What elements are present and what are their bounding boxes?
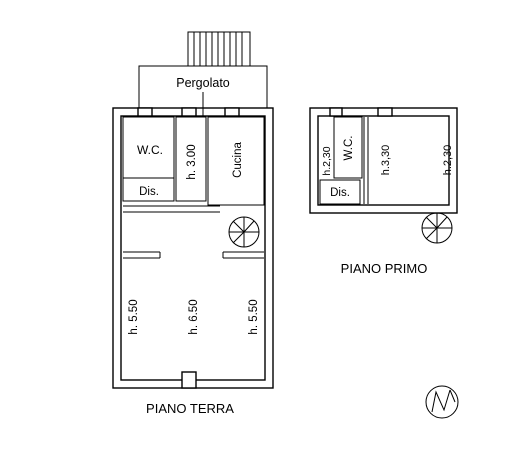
first-floor-dis-label: Dis. [330, 187, 350, 199]
ground-floor-main-room [123, 251, 264, 389]
main-right-height-label: h. 5.50 [248, 299, 260, 334]
first-floor-right-height-label: h.2,30 [442, 145, 454, 176]
first-floor-spiral-stair [421, 212, 453, 244]
main-center-height-label: h. 6.50 [188, 299, 200, 334]
ground-floor-spiral-stair [228, 216, 260, 248]
first-floor-center-height-label: h.3,30 [380, 145, 392, 176]
first-floor-left-height-label: h.2,30 [321, 146, 333, 175]
corridor-height-label: h. 3.00 [186, 144, 198, 179]
dis-label: Dis. [139, 186, 159, 198]
first-floor-wc-label: W.C. [343, 136, 355, 161]
main-left-height-label: h. 5.50 [128, 299, 140, 334]
ground-floor-walls [112, 107, 274, 389]
first-floor-plan: h.2,30 W.C. Dis. h.3,30 h.2,30 PIANO PRI… [309, 107, 458, 276]
first-floor-title: PIANO PRIMO [341, 261, 428, 276]
ground-floor-plan: Pergolato W.C. Dis. h. 3.00 Cucina h. 5.… [112, 31, 274, 416]
kitchen-label: Cucina [232, 142, 244, 178]
pergola-label: Pergolato [176, 76, 230, 90]
ground-floor-upper-rooms [122, 107, 265, 213]
north-arrow-icon [425, 385, 459, 419]
ground-floor-title: PIANO TERRA [146, 401, 234, 416]
first-floor-rooms [319, 107, 393, 205]
wc-label: W.C. [137, 143, 163, 157]
exterior-steps [187, 31, 251, 67]
